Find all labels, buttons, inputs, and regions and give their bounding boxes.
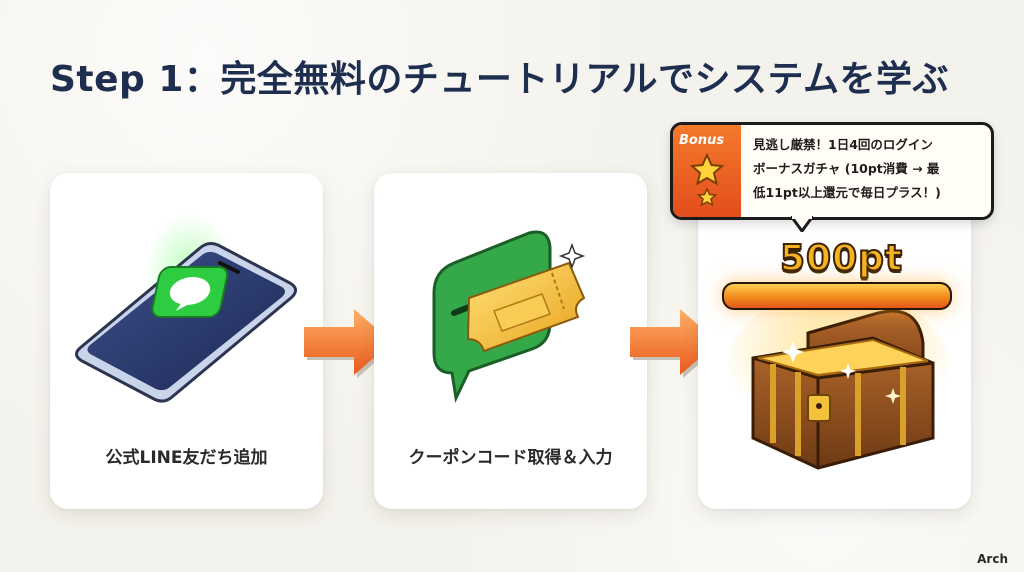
- arrow-right-icon: [304, 309, 395, 378]
- bonus-line: 見逃し厳禁！1日4回のログイン: [753, 137, 933, 152]
- step-card-chest: [698, 173, 971, 509]
- callout-pointer: [791, 216, 813, 232]
- step-label: 公式LINE友だち追加: [105, 448, 268, 468]
- bonus-line: ボーナスガチャ (10pt消費 → 最: [753, 161, 940, 176]
- bonus-tag: Bonus: [679, 133, 725, 148]
- points-progress-bar: [722, 282, 952, 310]
- treasure-chest-icon: [728, 293, 948, 470]
- step-card-line: 公式LINE友だち追加: [50, 173, 323, 509]
- points-value: 500pt: [779, 237, 904, 280]
- points-progress-fill: [724, 284, 950, 308]
- line-phone-icon: [75, 213, 297, 403]
- bonus-line: 低11pt以上還元で毎日プラス！): [753, 185, 941, 200]
- bonus-callout: Bonus 見逃し厳禁！1日4回のログイン ボーナスガチャ (10pt消費 → …: [670, 122, 994, 232]
- step-label: クーポンコード取得＆入力: [408, 448, 613, 468]
- bonus-badge: Bonus: [673, 125, 741, 217]
- page-title: Step 1：完全無料のチュートリアルでシステムを学ぶ: [50, 59, 949, 100]
- bonus-text: 見逃し厳禁！1日4回のログイン ボーナスガチャ (10pt消費 → 最 低11p…: [753, 133, 985, 205]
- star-icon: [689, 152, 725, 207]
- brand-logo: Arch: [977, 552, 1008, 566]
- coupon-ticket-icon: [432, 230, 586, 403]
- step-card-coupon: クーポンコード取得＆入力: [374, 173, 647, 509]
